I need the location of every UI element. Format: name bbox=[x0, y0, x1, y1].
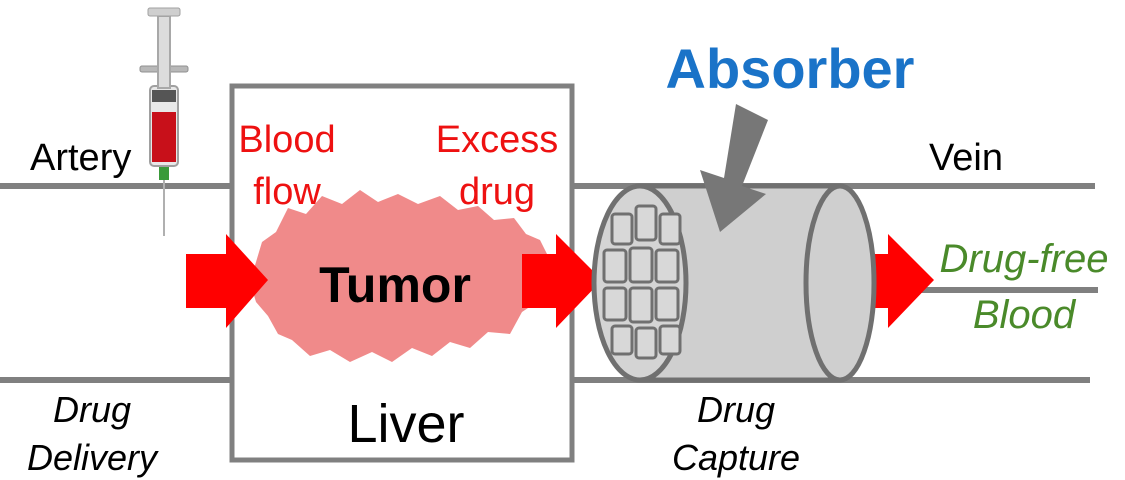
drug-delivery-label-line2: Delivery bbox=[27, 437, 159, 478]
tumor-blob bbox=[250, 190, 548, 362]
absorber-pointer-arrow bbox=[700, 104, 768, 232]
cylinder-back-end bbox=[803, 183, 877, 383]
honeycomb-grid bbox=[602, 204, 682, 360]
blood-flow-label-line1: Blood bbox=[238, 119, 335, 161]
blood-flow-label-line2: flow bbox=[253, 171, 321, 213]
drug-free-label-line2: Blood bbox=[973, 293, 1077, 337]
drug-delivery-label-line1: Drug bbox=[53, 389, 131, 430]
excess-drug-label-line2: drug bbox=[459, 171, 535, 213]
liver-label: Liver bbox=[347, 394, 464, 454]
syringe-icon bbox=[139, 7, 189, 236]
excess-drug-label-line1: Excess bbox=[436, 119, 558, 161]
drug-capture-label-line1: Drug bbox=[697, 389, 775, 430]
vein-label: Vein bbox=[929, 137, 1003, 179]
inflow-arrow bbox=[186, 234, 268, 328]
drug-capture-label-line2: Capture bbox=[672, 437, 800, 478]
absorber-title: Absorber bbox=[666, 37, 915, 100]
artery-label: Artery bbox=[30, 137, 131, 179]
excess-drug-arrow bbox=[522, 234, 602, 328]
tumor-label: Tumor bbox=[319, 257, 471, 313]
drug-free-label-line1: Drug-free bbox=[940, 237, 1109, 281]
